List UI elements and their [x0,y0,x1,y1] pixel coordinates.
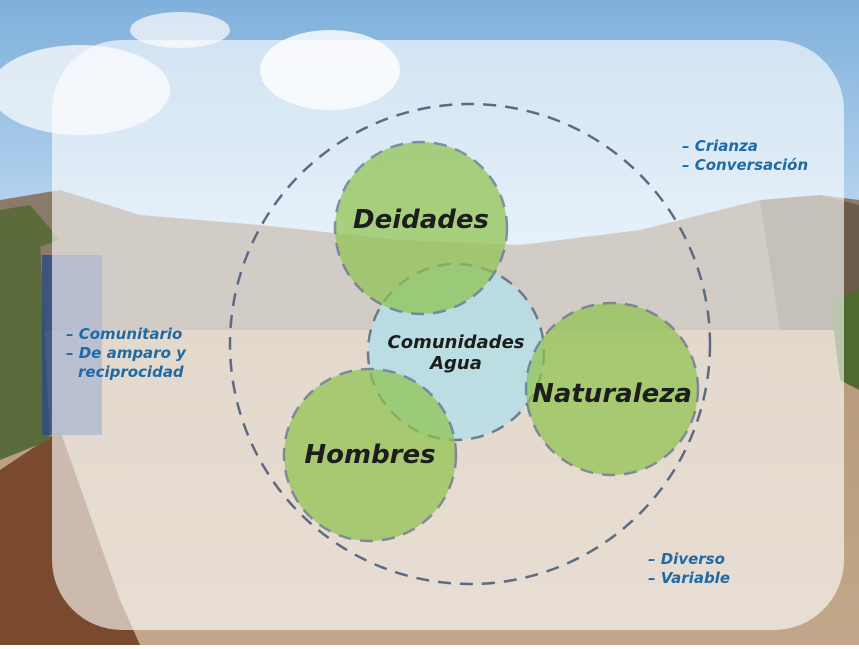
deidades-circle [333,140,509,316]
comunidades-label-line1: Comunidades [387,332,525,353]
comunidades-label-line2: Agua [430,353,482,374]
hombres-circle [282,367,458,543]
note-left: – Comunitario – De amparo y reciprocidad [66,325,186,382]
note-variable: – Variable [648,569,731,587]
naturaleza-label: Naturaleza [532,379,692,409]
note-top-right: – Crianza – Conversación [682,137,808,175]
hombres-label: Hombres [304,440,436,470]
outer-dashed-circle [228,102,712,586]
note-diverso: – Diverso [648,550,725,568]
comunidades-label: Comunidades Agua [370,332,542,374]
note-reciprocidad: reciprocidad [78,363,184,381]
note-de-amparo: – De amparo y [66,344,186,362]
note-bottom-right: – Diverso – Variable [648,550,730,588]
note-comunitario: – Comunitario [66,325,183,343]
note-conversacion: – Conversación [682,156,809,174]
deidades-label: Deidades [352,205,489,235]
note-crianza: – Crianza [682,137,758,155]
naturaleza-circle [524,301,700,477]
